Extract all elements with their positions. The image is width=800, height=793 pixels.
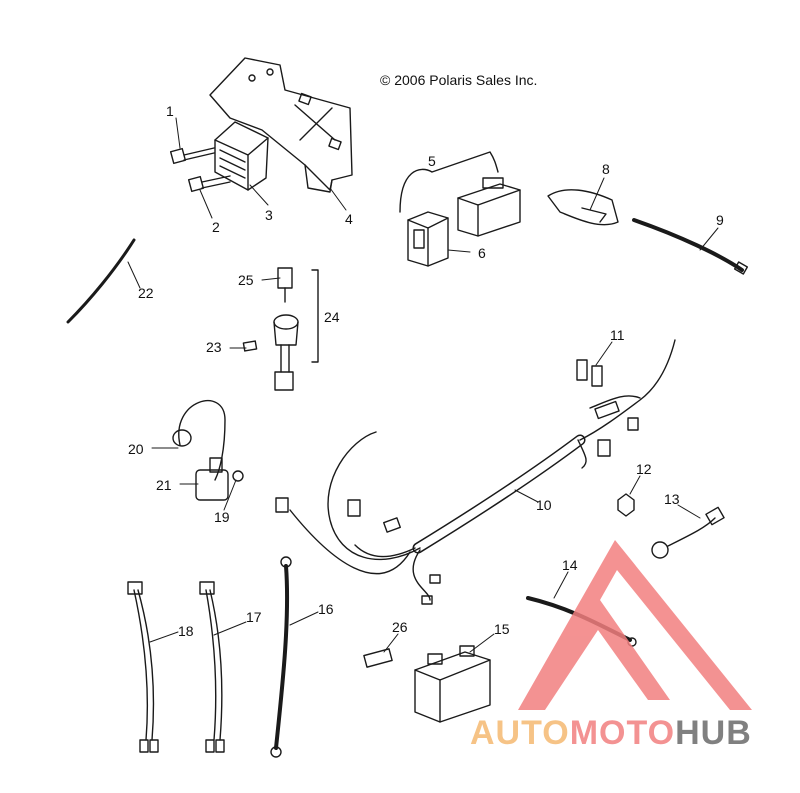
ignition-coil [172,400,244,501]
fuses [576,359,603,387]
watermark-logo: AUTOMOTOHUB [470,540,752,752]
bolt-2 [187,175,231,193]
callout-23: 23 [206,339,222,355]
callout-20: 20 [128,441,144,457]
callout-14: 14 [562,557,578,573]
lead-18b [137,589,155,741]
mounting-bracket [209,57,353,193]
watermark-part-auto: AUTO [470,714,570,752]
main-wiring-harness [275,339,676,605]
cover-boot [547,189,619,226]
watermark-triangle-icon [518,540,752,710]
lead-18 [133,589,149,741]
voltage-regulator [214,121,269,191]
callout-15: 15 [494,621,510,637]
switch-13 [651,506,725,559]
bracket-5 [399,151,499,213]
callout-8: 8 [602,161,610,177]
wire-22 [66,238,136,324]
callout-3: 3 [265,207,273,223]
callout-numbers: 1 2 3 4 5 6 8 9 22 25 24 23 11 20 21 19 … [128,103,724,639]
callout-17: 17 [246,609,262,625]
callout-10: 10 [536,497,552,513]
lead-16 [274,564,290,750]
ignition-switch [273,267,299,391]
callout-12: 12 [636,461,652,477]
clip-23 [242,340,258,352]
ground-wire-9 [632,218,744,272]
callout-6: 6 [478,245,486,261]
battery [414,645,491,723]
callout-24: 24 [324,309,340,325]
callout-13: 13 [664,491,680,507]
callout-19: 19 [214,509,230,525]
callout-26: 26 [392,619,408,635]
relay-small [407,211,449,267]
callout-22: 22 [138,285,154,301]
lead-17 [205,589,217,741]
callout-5: 5 [428,153,436,169]
watermark-part-hub: HUB [675,714,752,752]
bolt-1 [169,147,215,165]
callout-4: 4 [345,211,353,227]
nut-12 [617,493,635,517]
callout-11: 11 [610,327,625,343]
callout-18: 18 [178,623,194,639]
relay-large [457,177,521,237]
fuse-26 [363,648,393,668]
bracket-24 [311,269,319,363]
svg-text:AUTOMOTOHUB: AUTOMOTOHUB [470,714,752,752]
callout-1: 1 [166,103,174,119]
copyright-notice: © 2006 Polaris Sales Inc. [380,72,538,88]
watermark-part-moto: MOTO [570,714,675,752]
callout-9: 9 [716,212,724,228]
callout-16: 16 [318,601,334,617]
lead-17b [209,589,223,741]
callout-21: 21 [156,477,172,493]
callout-25: 25 [238,272,254,288]
leader-lines [127,117,719,653]
callout-2: 2 [212,219,220,235]
